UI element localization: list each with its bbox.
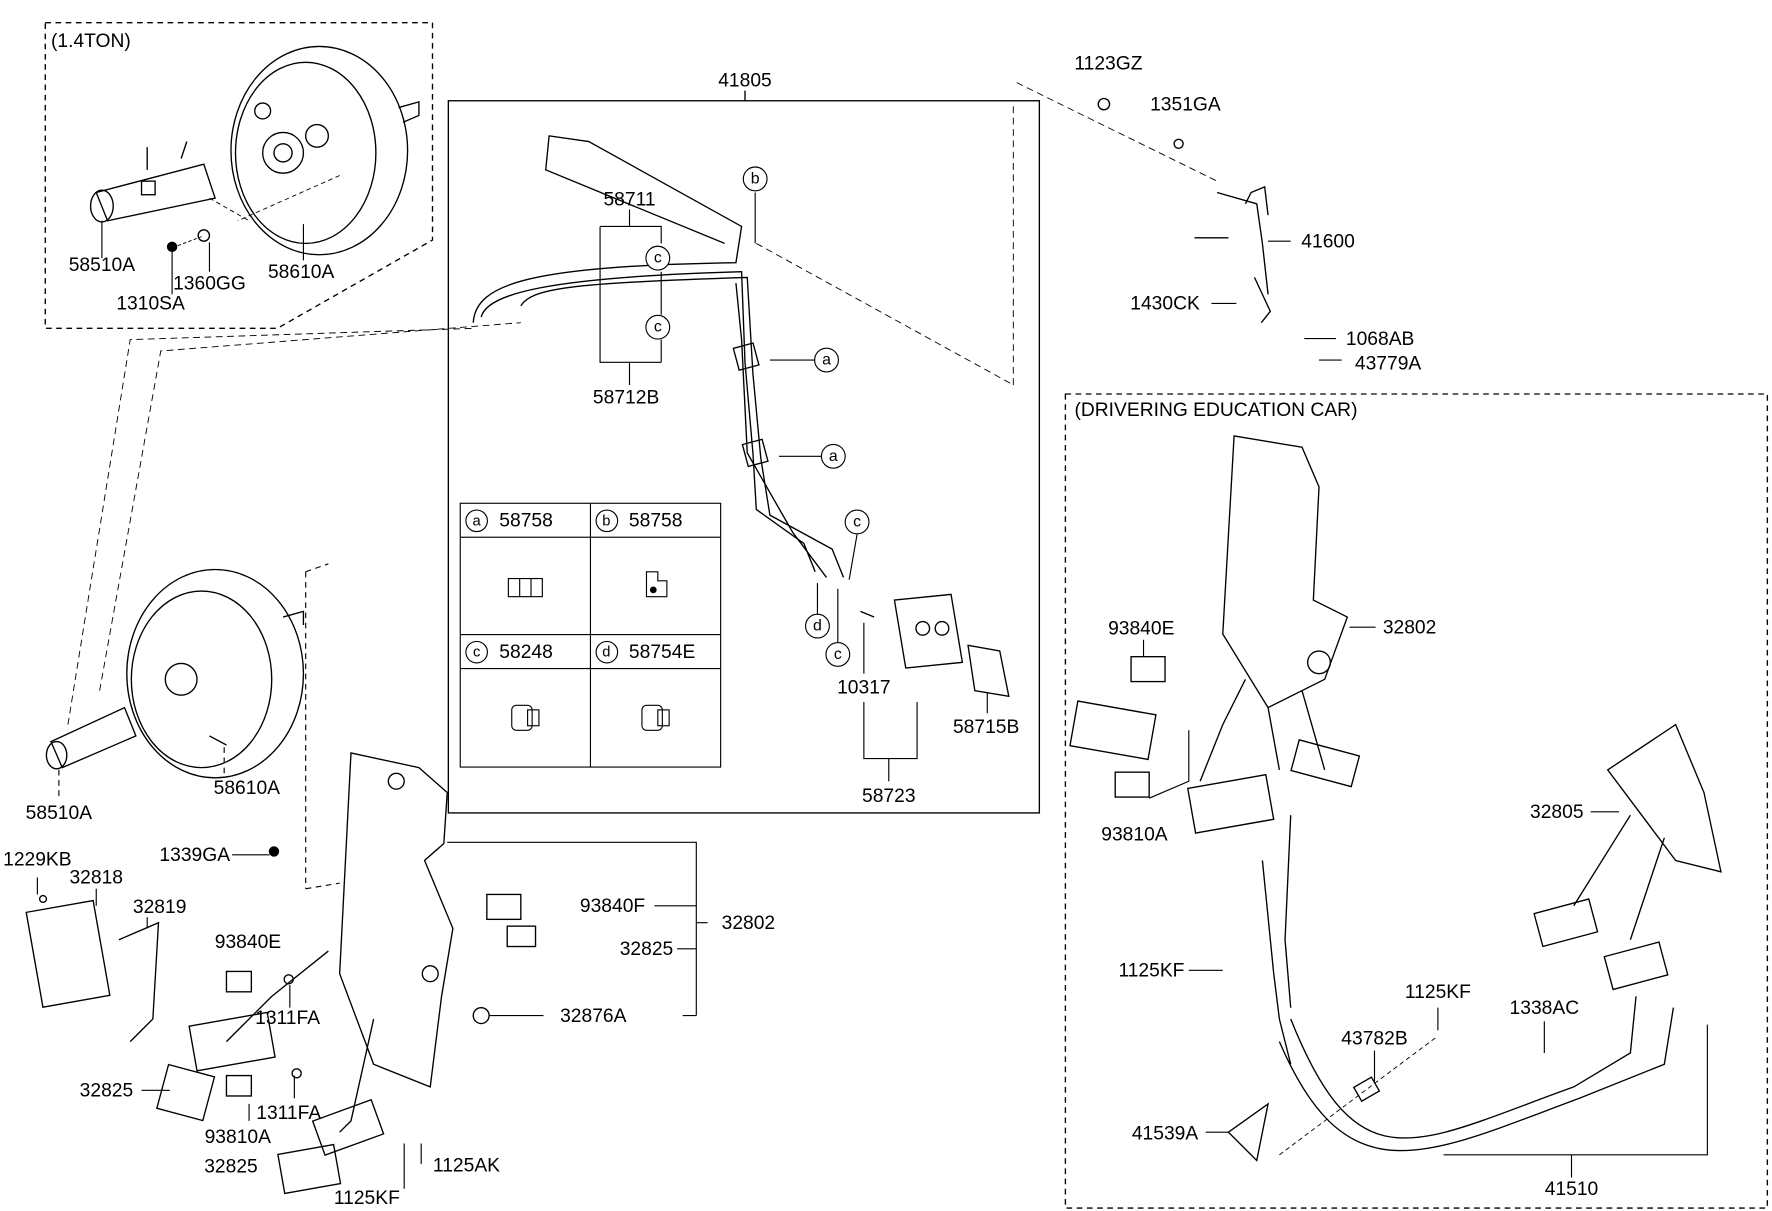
legend-header-b: b 58758 xyxy=(590,504,721,538)
part-label: 1125AK xyxy=(432,1154,500,1176)
part-label: 32876A xyxy=(560,1004,627,1027)
master-cylinder-2 xyxy=(45,706,137,770)
part-label: 93840E xyxy=(1108,617,1175,640)
callout-circle: c xyxy=(645,314,671,340)
part-label: 58510A xyxy=(25,802,93,824)
part-label: 32818 xyxy=(69,866,124,889)
ton-box-border xyxy=(44,21,434,330)
part-label: 32802 xyxy=(1382,616,1437,638)
legend-key: c xyxy=(465,640,488,663)
part-label: 58715B xyxy=(952,716,1020,738)
legend-part: 58758 xyxy=(628,508,683,531)
part-label: 1068AB xyxy=(1345,327,1415,350)
part-label: 1123GZ xyxy=(1074,52,1143,75)
legend-key: a xyxy=(465,508,488,532)
part-label: 1360GG xyxy=(173,272,246,294)
legend-part: 58758 xyxy=(499,508,553,531)
legend-fitting-c xyxy=(461,669,591,767)
callout-circle: b xyxy=(742,166,768,192)
part-label: 93840E xyxy=(214,931,282,953)
callout-legend-table: a 58758 b 58758 c 58248 d 58754E xyxy=(459,502,722,768)
master-cylinder-1 xyxy=(89,141,217,223)
legend-clip-b xyxy=(590,538,721,636)
callout-circle: c xyxy=(825,641,851,667)
part-label: 58610A xyxy=(213,777,281,799)
part-label: 93810A xyxy=(1101,823,1168,846)
part-label: 43782B xyxy=(1341,1027,1408,1049)
legend-fitting-d xyxy=(590,669,720,766)
part-label: 58510A xyxy=(68,254,136,276)
education-section-title: (DRIVERING EDUCATION CAR) xyxy=(1074,399,1358,421)
part-label: 1125KF xyxy=(1118,959,1185,982)
clip-icon xyxy=(507,577,543,597)
pedal-bracket-main xyxy=(156,752,454,1195)
part-label: 32802 xyxy=(721,911,776,934)
legend-key: b xyxy=(594,508,618,532)
legend-key: d xyxy=(594,640,618,663)
part-label: 1351GA xyxy=(1150,93,1221,115)
part-label: 1338AC xyxy=(1509,996,1580,1019)
callout-circle: a xyxy=(820,443,846,469)
part-label: 32825 xyxy=(204,1155,258,1177)
part-label: 58712B xyxy=(592,386,660,409)
callout-circle: c xyxy=(844,509,870,535)
fitting-icon xyxy=(510,704,540,731)
education-cables xyxy=(1261,815,1675,1152)
part-label: 1311FA xyxy=(256,1102,322,1124)
part-label: 32825 xyxy=(619,938,674,960)
proportioning-valve xyxy=(860,593,1010,698)
part-label: 41539A xyxy=(1131,1122,1199,1145)
brake-booster-2 xyxy=(126,568,305,779)
fitting-icon xyxy=(641,704,670,731)
part-label: 1430CK xyxy=(1130,292,1200,315)
clip-icon xyxy=(645,570,668,597)
legend-header-a: a 58758 xyxy=(460,503,591,538)
education-rear-pedals xyxy=(1533,723,1722,991)
callout-circle: a xyxy=(814,347,839,373)
part-label: 1311FA xyxy=(255,1007,321,1029)
part-label: 41600 xyxy=(1301,230,1355,252)
part-label: 1339GA xyxy=(159,844,231,866)
part-label: 93840F xyxy=(579,895,646,917)
legend-part: 58248 xyxy=(499,640,553,662)
ton-section-title: (1.4TON) xyxy=(50,30,131,52)
part-label: 1125KF xyxy=(333,1187,400,1209)
part-label: 41510 xyxy=(1544,1178,1599,1200)
part-label: 43779A xyxy=(1354,352,1422,375)
brake-tubes xyxy=(472,135,845,578)
education-pedal-bracket xyxy=(1069,435,1361,834)
part-label: 58711 xyxy=(603,188,656,211)
callout-circle: d xyxy=(804,613,830,639)
brake-booster-1 xyxy=(230,45,420,256)
part-label: 58610A xyxy=(267,260,335,283)
part-label: 32825 xyxy=(79,1079,134,1102)
legend-header-c: c 58248 xyxy=(460,635,591,670)
part-label: 58723 xyxy=(862,785,916,807)
part-label: 1125KF xyxy=(1404,981,1471,1003)
part-label: 1229KB xyxy=(3,848,72,871)
part-label: 93810A xyxy=(204,1125,271,1148)
legend-part: 58754E xyxy=(628,640,696,662)
part-label: 32805 xyxy=(1530,801,1584,823)
legend-header-d: d 58754E xyxy=(590,635,721,670)
part-label: 10317 xyxy=(837,676,891,699)
legend-clip-a xyxy=(460,537,591,636)
part-label: 1310SA xyxy=(116,292,185,315)
assembly-label: 41805 xyxy=(718,69,772,92)
callout-circle: c xyxy=(645,245,671,271)
part-label: 32819 xyxy=(132,896,187,918)
